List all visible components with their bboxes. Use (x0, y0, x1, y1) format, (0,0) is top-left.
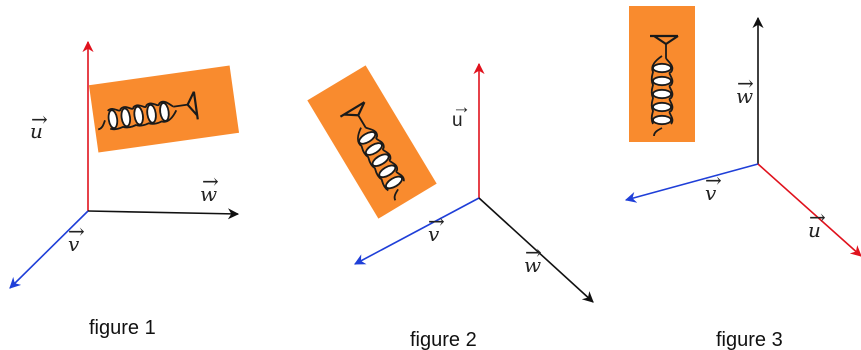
axis-v-arrow (9, 210, 89, 289)
svg-text:→: → (705, 168, 722, 192)
figure-2: u → v → w → figure 2 (307, 62, 594, 350)
svg-text:→: → (525, 240, 542, 264)
svg-text:w: w (524, 253, 541, 277)
spring-card-1 (88, 65, 240, 153)
label-v: v → (68, 219, 85, 256)
svg-text:w: w (736, 84, 753, 108)
svg-text:→: → (428, 209, 445, 233)
axis-u-arrow (757, 163, 861, 257)
label-w: w → (524, 240, 542, 277)
svg-text:w: w (200, 182, 217, 206)
svg-text:→: → (202, 169, 219, 193)
svg-text:v: v (705, 181, 717, 205)
caption-figure-2: figure 2 (410, 329, 477, 350)
orange-card (307, 65, 437, 219)
svg-text:→: → (452, 97, 471, 118)
caption-figure-1: figure 1 (89, 317, 156, 339)
svg-text:u: u (30, 119, 43, 143)
svg-text:→: → (737, 71, 754, 95)
svg-text:u: u (452, 110, 463, 131)
label-u: u → (30, 107, 48, 143)
label-w: w → (736, 71, 754, 108)
label-u: u → (808, 205, 826, 242)
svg-text:→: → (31, 107, 48, 131)
label-w: w → (200, 169, 219, 206)
svg-text:→: → (809, 205, 826, 229)
spring-card-3 (629, 6, 695, 142)
axis-v-arrow (624, 163, 759, 203)
svg-text:v: v (68, 232, 80, 256)
spring-card-2 (307, 65, 437, 219)
figure-3: w → v → u → figure 3 (624, 6, 861, 350)
label-v: v → (705, 168, 722, 205)
figure-1: u → w → v → figure 1 (9, 40, 240, 339)
axis-w-arrow (87, 208, 240, 220)
svg-text:u: u (808, 218, 821, 242)
label-u: u → (452, 97, 471, 131)
svg-text:v: v (428, 222, 440, 246)
orange-card (629, 6, 695, 142)
caption-figure-3: figure 3 (716, 329, 783, 350)
axis-v-arrow (354, 197, 480, 265)
label-v: v → (428, 209, 445, 246)
axis-w-arrow (478, 197, 594, 303)
svg-text:→: → (68, 219, 85, 243)
